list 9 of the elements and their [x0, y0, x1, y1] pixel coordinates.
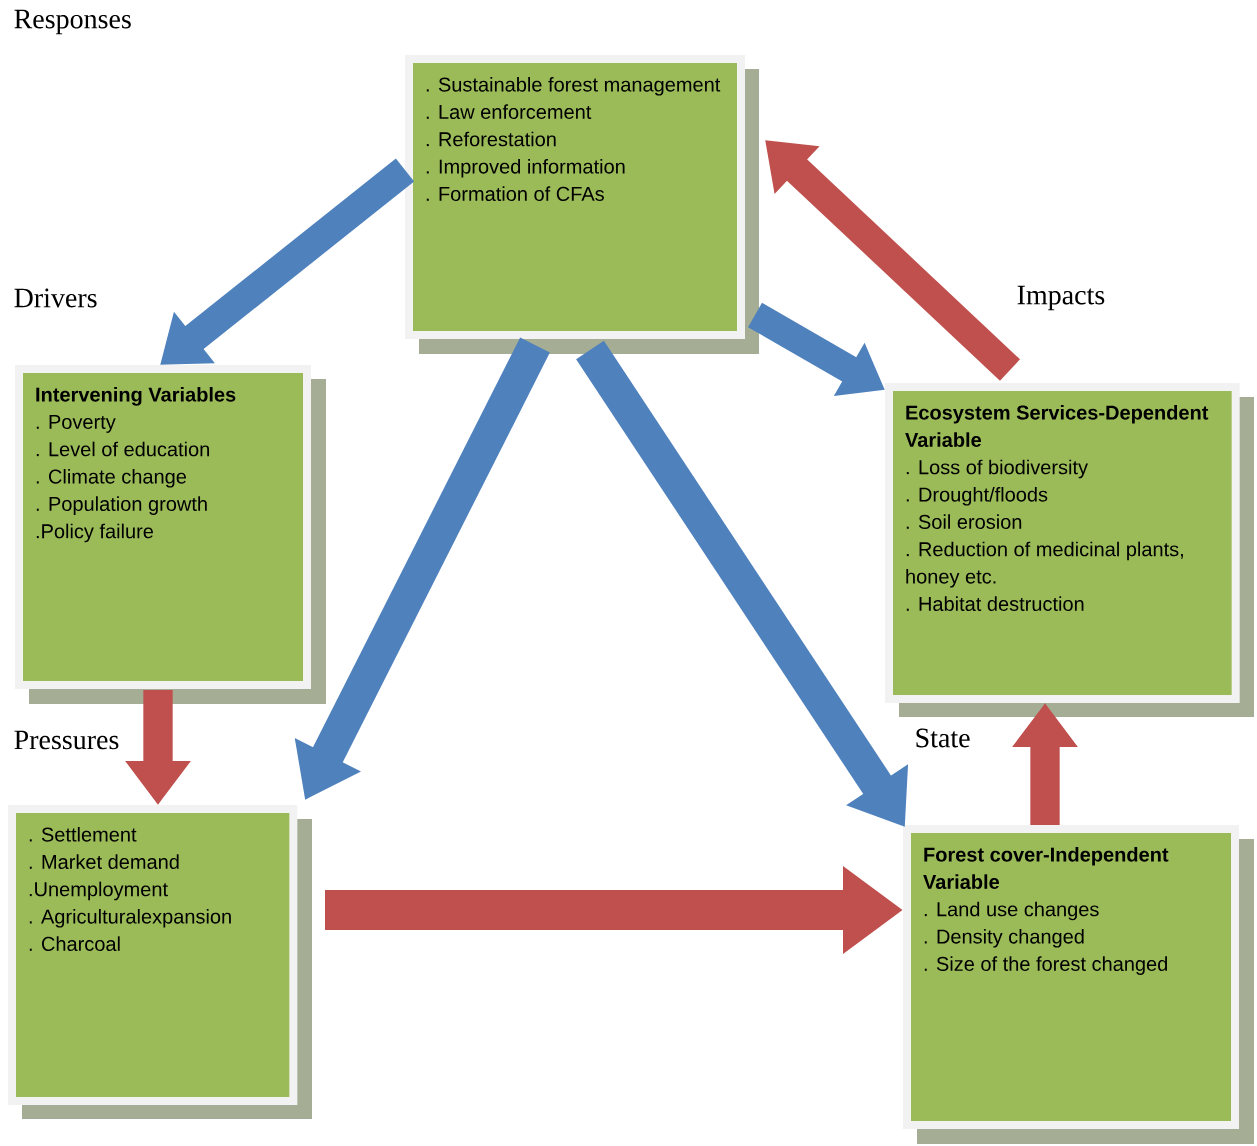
section-label: Responses — [14, 9, 131, 35]
section-label: Drivers — [14, 288, 97, 308]
text-box: . Sustainable forest management . Law enforcement . Reforestation . Improved information . Formation of CFAs — [405, 55, 759, 354]
text-box: Ecosystem Services-Dependent Variable . Loss of biodiversity . Drought/floods . Soil erosion . Reduction of medicinal plants, honey etc. . Habitat destruction — [885, 383, 1254, 717]
text-box: Intervening Variables . Poverty . Level of education . Climate change . Population growth .Policy failure — [15, 365, 326, 704]
text-box: . Settlement . Market demand .Unemployment . Agriculturalexpansion . Charcoal — [8, 805, 312, 1119]
section-label: Pressures — [14, 730, 119, 750]
text-box: Forest cover-Independent Variable . Land use changes . Density changed . Size of the forest changed — [903, 825, 1254, 1144]
section-label: Impacts — [1017, 285, 1105, 311]
